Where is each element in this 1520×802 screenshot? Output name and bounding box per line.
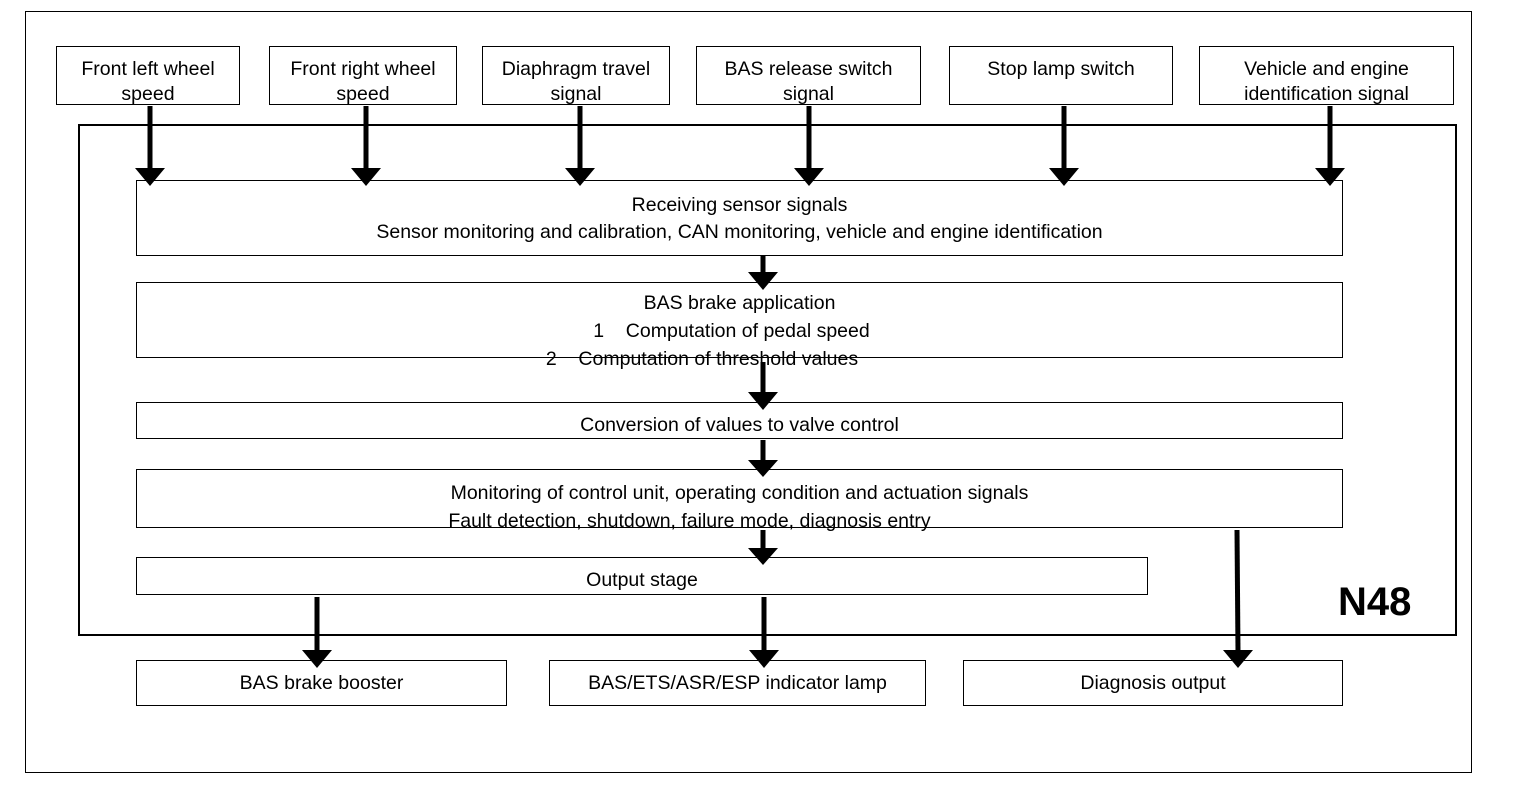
stage-title: Monitoring of control unit, operating co… (450, 482, 1029, 504)
stage-bas-brake-application (136, 282, 1343, 358)
output-indicator-lamp: BAS/ETS/ASR/ESP indicator lamp (549, 660, 926, 706)
stage-receiving-sensor-signals: Receiving sensor signals Sensor monitori… (136, 180, 1343, 256)
input-front-left-wheel-speed: Front left wheel speed (56, 46, 240, 105)
input-label-line1: Front left wheel (81, 58, 215, 80)
stage-output-stage: Output stage (136, 557, 1148, 595)
output-label: BAS brake booster (239, 672, 404, 694)
arrowhead-receive-to-bas (748, 272, 778, 290)
input-label-line1: Vehicle and engine (1244, 58, 1409, 80)
arrowhead-input-5 (1049, 168, 1079, 186)
input-diaphragm-travel-signal: Diaphragm travel signal (482, 46, 670, 105)
input-label-line2: speed (336, 83, 390, 105)
input-label-line2: signal (550, 83, 602, 105)
arrow-monitoring-to-diagnosis (1234, 529, 1241, 653)
output-label: BAS/ETS/ASR/ESP indicator lamp (588, 672, 887, 694)
arrowhead-monitoring-to-output (748, 548, 778, 565)
stage-step-2: 2 Computation of threshold values (545, 348, 859, 370)
arrowhead-input-3 (565, 168, 595, 186)
stage-conversion-valve-control: Conversion of values to valve control (136, 402, 1343, 439)
input-stop-lamp-switch: Stop lamp switch (949, 46, 1173, 105)
input-label-line1: Diaphragm travel (501, 58, 651, 80)
arrowhead-input-6 (1315, 168, 1345, 186)
arrowhead-input-2 (351, 168, 381, 186)
arrowhead-output-to-lamp (749, 650, 779, 668)
stage-monitoring (136, 469, 1343, 528)
input-label-line1: Front right wheel (290, 58, 436, 80)
diagram-frame (25, 11, 1472, 773)
arrowhead-monitoring-to-diagnosis (1223, 650, 1253, 668)
stage-monitoring-text: Monitoring of control unit, operating co… (136, 479, 1343, 535)
input-label-line2: identification signal (1244, 83, 1409, 105)
control-unit-box (78, 124, 1457, 636)
arrowhead-output-to-booster (302, 650, 332, 668)
input-label-line2: signal (783, 83, 834, 105)
input-label-line2: speed (121, 83, 175, 105)
stage-title: BAS brake application (643, 292, 836, 314)
output-bas-brake-booster: BAS brake booster (136, 660, 507, 706)
control-unit-label: N48 (1338, 580, 1412, 624)
input-label-line1: BAS release switch (724, 58, 893, 80)
stage-step-1: 1 Computation of pedal speed (593, 320, 870, 342)
stage-detail: Fault detection, shutdown, failure mode,… (448, 510, 931, 532)
stage-bas-text: BAS brake application 1 Computation of p… (136, 289, 1343, 373)
arrowhead-conversion-to-monitoring (748, 460, 778, 477)
input-vehicle-engine-identification: Vehicle and engine identification signal (1199, 46, 1454, 105)
input-front-right-wheel-speed: Front right wheel speed (269, 46, 457, 105)
input-bas-release-switch-signal: BAS release switch signal (696, 46, 921, 105)
output-diagnosis: Diagnosis output (963, 660, 1343, 706)
stage-title: Output stage (586, 569, 698, 591)
stage-title: Receiving sensor signals (631, 194, 848, 216)
arrowhead-input-1 (135, 168, 165, 186)
arrowhead-bas-to-conversion (748, 392, 778, 410)
arrowhead-input-4 (794, 168, 824, 186)
input-label-line1: Stop lamp switch (987, 58, 1135, 80)
stage-title: Conversion of values to valve control (580, 414, 899, 436)
output-label: Diagnosis output (1080, 672, 1226, 694)
stage-detail: Sensor monitoring and calibration, CAN m… (376, 221, 1103, 243)
